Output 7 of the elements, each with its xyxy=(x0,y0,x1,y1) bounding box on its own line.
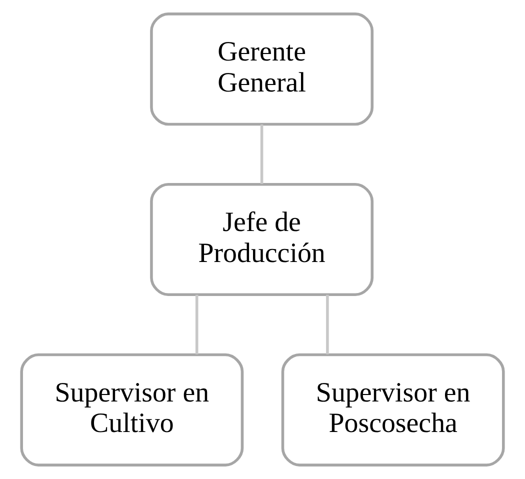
node-box: Supervisor en Poscosecha xyxy=(281,353,505,466)
node-box: Gerente General xyxy=(150,12,374,126)
connector xyxy=(260,124,264,184)
node-box: Supervisor en Cultivo xyxy=(20,353,244,466)
node-box: Jefe de Producción xyxy=(150,182,374,296)
connector xyxy=(195,294,198,354)
connector xyxy=(326,294,329,354)
